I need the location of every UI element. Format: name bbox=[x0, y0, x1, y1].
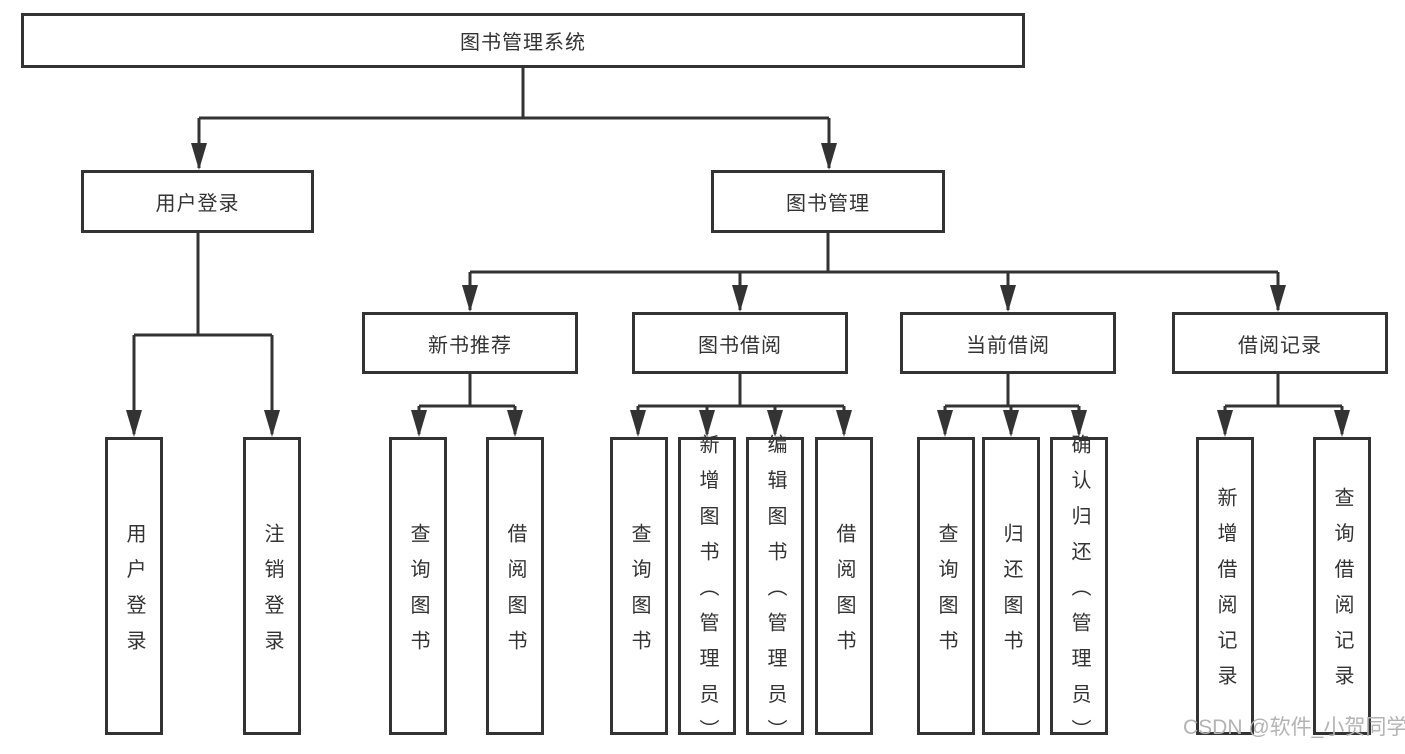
node-label: 借阅图书 bbox=[833, 522, 855, 665]
node-label: 新书推荐 bbox=[428, 334, 512, 357]
arrowheads bbox=[126, 143, 1350, 437]
node-leaf-borrow-books: 借阅图书 bbox=[815, 437, 873, 735]
node-leaf-edit-books-admin: 编辑图书（管理员） bbox=[746, 434, 804, 754]
node-label: 归还图书 bbox=[1000, 522, 1022, 665]
node-leaf-return-books: 归还图书 bbox=[982, 437, 1040, 735]
node-label: 编辑图书（管理员） bbox=[764, 433, 786, 754]
node-leaf-query-books: 查询图书 bbox=[917, 437, 975, 735]
node-new-book-recommend: 新书推荐 bbox=[362, 312, 578, 374]
node-leaf-borrow-books: 借阅图书 bbox=[486, 437, 544, 735]
csdn-watermark: CSDN @软件_小贺同学 bbox=[1183, 716, 1405, 739]
node-label: 查询图书 bbox=[935, 522, 957, 665]
node-label: 图书管理系统 bbox=[460, 32, 586, 54]
node-current-borrowing: 当前借阅 bbox=[900, 312, 1116, 374]
connector-paths bbox=[132, 68, 1344, 434]
node-label: 确认归还（管理员） bbox=[1068, 433, 1090, 754]
node-label: 当前借阅 bbox=[966, 334, 1050, 357]
node-label: 查询图书 bbox=[628, 522, 650, 665]
node-leaf-add-borrow-record: 新增借阅记录 bbox=[1196, 437, 1254, 735]
node-label: 借阅记录 bbox=[1238, 334, 1322, 357]
node-label: 用户登录 bbox=[123, 522, 145, 665]
node-user-login: 用户登录 bbox=[81, 170, 314, 233]
node-label: 注销登录 bbox=[261, 522, 283, 665]
node-label: 新增图书（管理员） bbox=[696, 433, 718, 754]
node-label: 用户登录 bbox=[155, 193, 240, 215]
node-leaf-user-login: 用户登录 bbox=[105, 437, 163, 735]
node-leaf-logout: 注销登录 bbox=[243, 437, 301, 735]
node-label: 新增借阅记录 bbox=[1214, 486, 1236, 701]
node-library-management-system: 图书管理系统 bbox=[21, 13, 1025, 68]
node-leaf-query-books: 查询图书 bbox=[610, 437, 668, 735]
node-leaf-add-books-admin: 新增图书（管理员） bbox=[678, 434, 736, 754]
node-book-borrowing: 图书借阅 bbox=[632, 312, 848, 374]
node-leaf-confirm-return-admin: 确认归还（管理员） bbox=[1050, 434, 1108, 754]
node-label: 查询借阅记录 bbox=[1331, 486, 1353, 701]
node-book-management: 图书管理 bbox=[711, 170, 945, 233]
node-label: 图书借阅 bbox=[698, 334, 782, 357]
node-label: 图书管理 bbox=[786, 193, 870, 215]
node-borrow-records: 借阅记录 bbox=[1172, 312, 1388, 374]
node-label: 查询图书 bbox=[407, 522, 429, 665]
node-label: 借阅图书 bbox=[504, 522, 526, 665]
node-leaf-query-borrow-record: 查询借阅记录 bbox=[1313, 437, 1371, 735]
node-leaf-query-books: 查询图书 bbox=[389, 437, 447, 735]
